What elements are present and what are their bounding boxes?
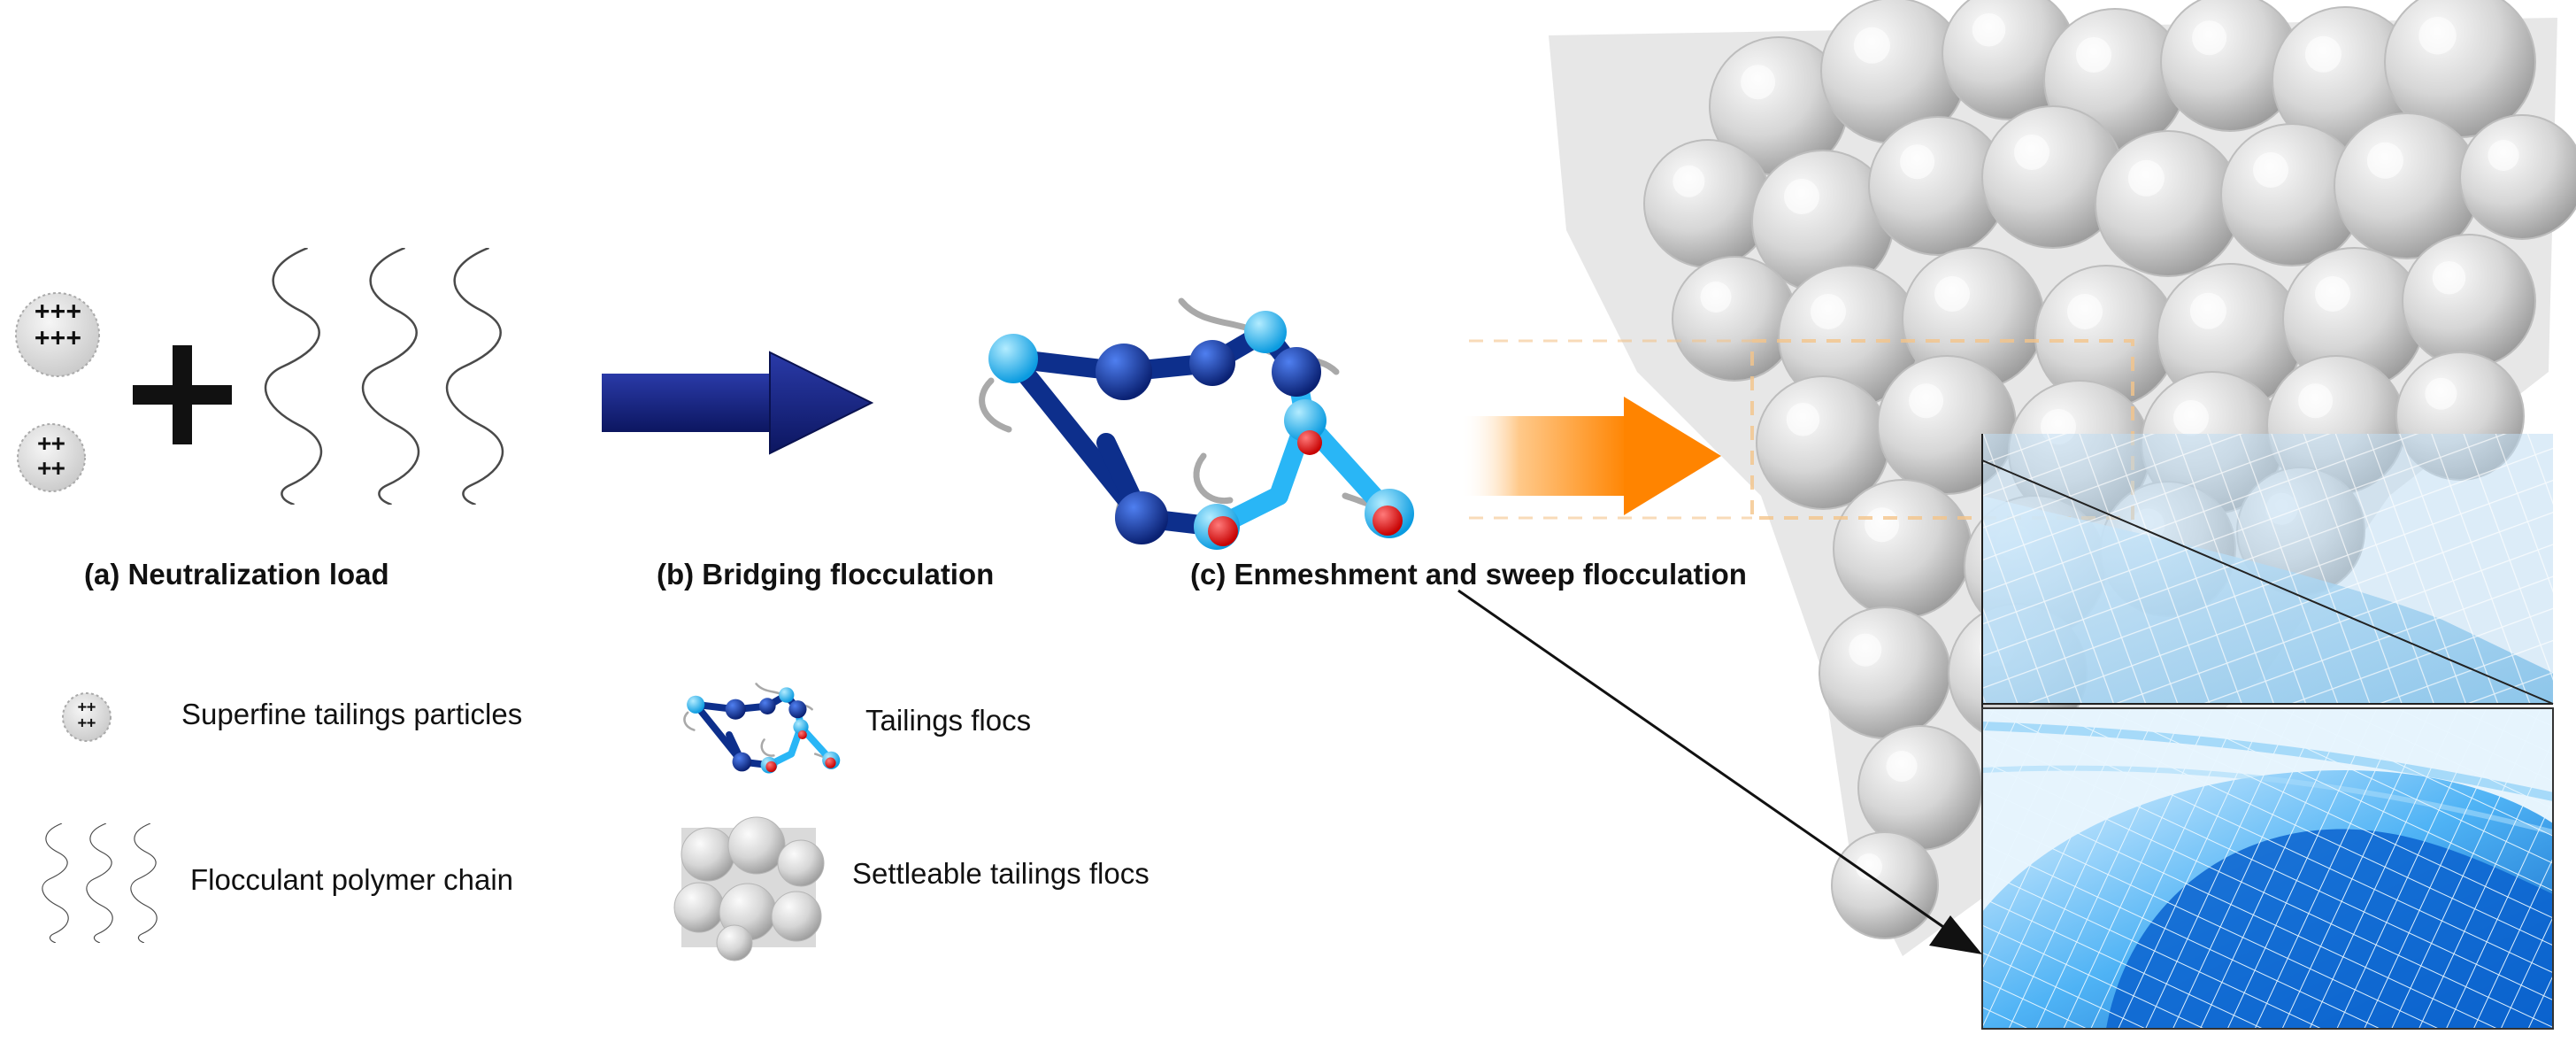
legend-settleable-icon [673, 816, 825, 961]
caption-bridging: (b) Bridging flocculation [657, 558, 995, 591]
charge-row: +++ [35, 322, 82, 351]
inset-diagonal [1981, 459, 2554, 705]
navy-arrow [602, 351, 874, 455]
charged-particle [17, 423, 86, 492]
charge-row: +++ [35, 296, 82, 325]
caption-enmeshment: (c) Enmeshment and sweep flocculation [1190, 558, 1747, 591]
mesh-inset-lower [1982, 708, 2553, 1029]
legend-polymer-icon [42, 823, 158, 943]
legend-particle-icon [62, 692, 111, 742]
legend-floc-icon [683, 683, 841, 774]
legend-settleable-label: Settleable tailings flocs [852, 857, 1150, 890]
plus-sign [133, 345, 232, 444]
legend-flocs-label: Tailings flocs [865, 704, 1032, 737]
mesh-inset-upper [1982, 434, 2553, 704]
particle-charge-large: +++ +++ [23, 297, 94, 351]
legend-particles-label: Superfine tailings particles [181, 698, 523, 730]
legend-particle-charge: ++ ++ [69, 699, 104, 731]
charge-row: ++ [37, 455, 65, 482]
zoom-guide-box [1750, 339, 2134, 520]
caption-neutralization: (a) Neutralization load [84, 558, 389, 591]
polymer-chains [264, 248, 504, 505]
charge-row: ++ [77, 699, 96, 716]
zoom-inset-frame [1981, 707, 2554, 1030]
legend-polymer-label: Flocculant polymer chain [190, 863, 513, 896]
zoom-pointer-arrow [1457, 589, 1982, 954]
charge-row: ++ [37, 430, 65, 457]
tailings-floc [979, 297, 1414, 550]
orange-arrow [1460, 397, 1721, 515]
charge-row: ++ [77, 714, 96, 732]
charged-particle [15, 292, 100, 377]
particle-charge-small: ++ ++ [25, 431, 78, 481]
